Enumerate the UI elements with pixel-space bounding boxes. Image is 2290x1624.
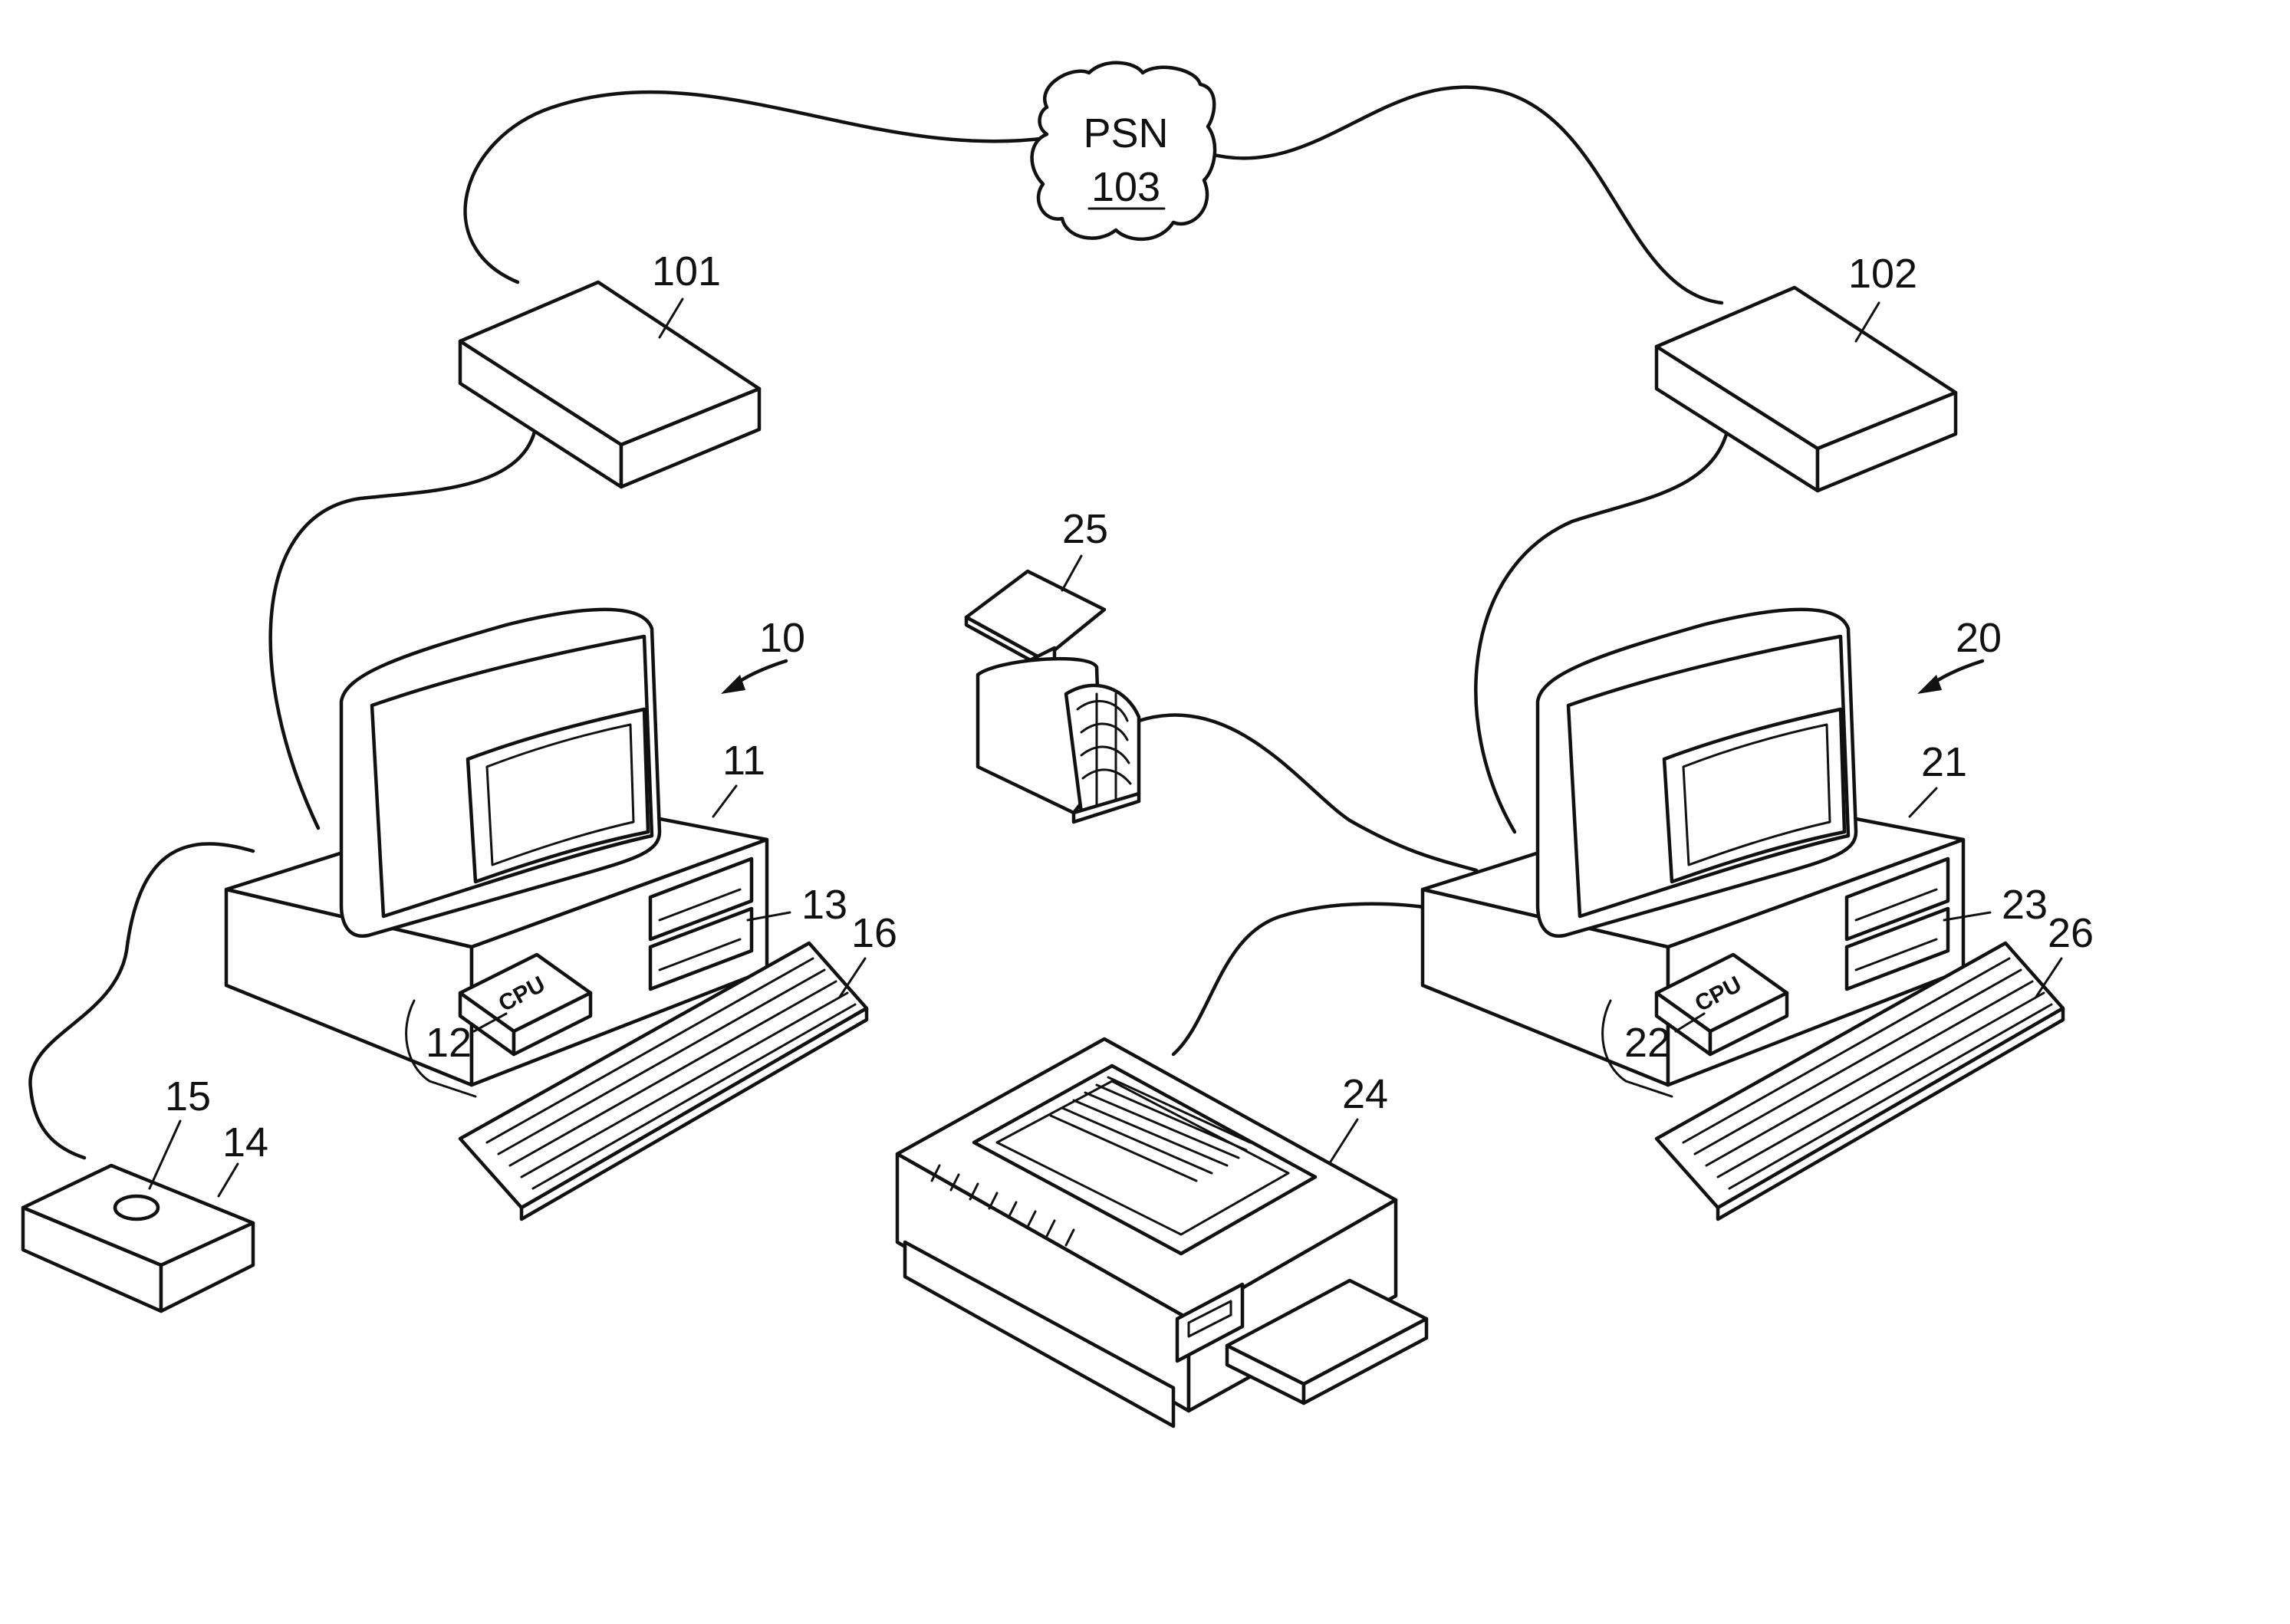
device-14: 14 15 xyxy=(23,1073,268,1311)
button-15 xyxy=(115,1196,158,1219)
cable-printer24-computer21 xyxy=(1173,904,1434,1054)
printer-24-label: 24 xyxy=(1342,1071,1388,1117)
drive-13-label: 13 xyxy=(801,882,847,928)
computer-11-label: 11 xyxy=(722,738,765,784)
computer-system-20: 20 21 23 CPU 22 26 xyxy=(1423,610,2094,1219)
computer-system-10: 10 11 13 CPU 12 xyxy=(226,610,897,1219)
computer-21-label: 21 xyxy=(1921,739,1967,785)
psn-label: PSN xyxy=(1083,110,1168,156)
cable-psn-modem102 xyxy=(1208,87,1722,303)
keyboard-16-label: 16 xyxy=(851,910,897,956)
cable-modem101-psn xyxy=(466,92,1047,282)
modem-102: 102 xyxy=(1657,251,1956,491)
cpu-22-label: 22 xyxy=(1624,1020,1670,1066)
button-15-label: 15 xyxy=(165,1073,211,1119)
device-14-label: 14 xyxy=(222,1119,268,1165)
cpu-12-label: 12 xyxy=(426,1020,472,1066)
scale-25-label: 25 xyxy=(1062,506,1108,552)
printer-24: 24 xyxy=(897,1039,1426,1426)
modem-101-label: 101 xyxy=(652,248,721,294)
psn-cloud: PSN 103 xyxy=(1032,63,1215,239)
modem-101: 101 xyxy=(460,248,759,487)
cable-scale25-computer21 xyxy=(1139,715,1476,870)
modem-102-label: 102 xyxy=(1848,251,1917,297)
system-20-label: 20 xyxy=(1956,615,2002,661)
psn-ref-label: 103 xyxy=(1091,164,1160,210)
keyboard-26-label: 26 xyxy=(2048,910,2094,956)
system-10-label: 10 xyxy=(759,615,805,661)
drive-23-label: 23 xyxy=(2002,882,2048,928)
scale-25: 25 xyxy=(966,506,1139,822)
cable-computer11-device14 xyxy=(30,843,253,1158)
